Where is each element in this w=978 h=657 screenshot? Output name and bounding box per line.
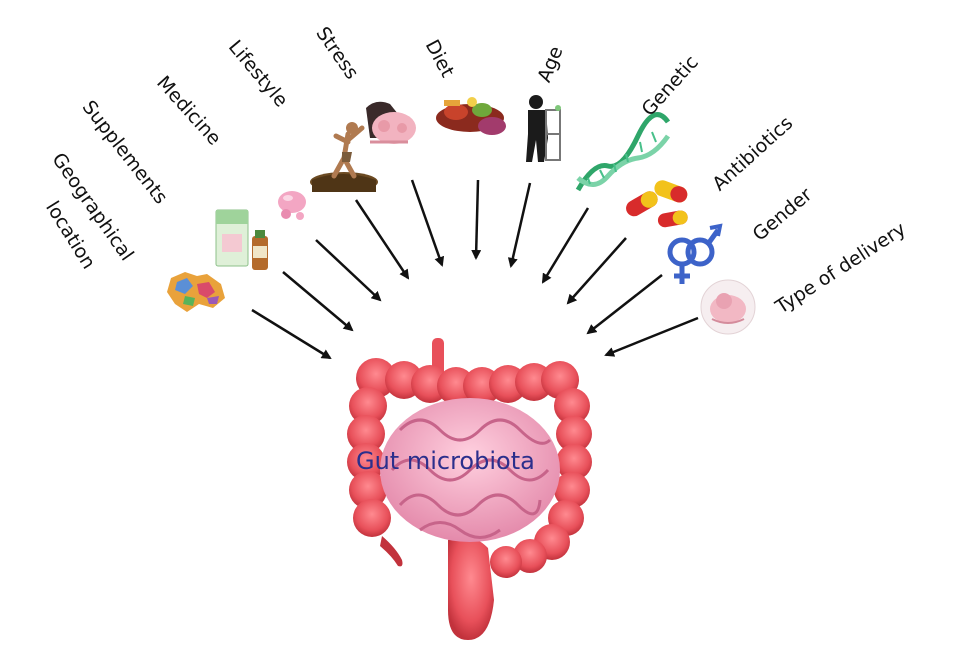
arrow-delivery bbox=[604, 316, 699, 357]
dna-icon bbox=[575, 112, 671, 192]
arrow-age bbox=[507, 182, 532, 268]
small-intestine bbox=[380, 398, 560, 542]
stress-person-icon bbox=[366, 101, 416, 144]
arrows bbox=[251, 179, 699, 360]
capsules-icon bbox=[626, 180, 688, 228]
exercise-icon bbox=[310, 122, 378, 192]
arrow-antibiotics bbox=[566, 237, 627, 305]
arrow-supplements bbox=[282, 271, 354, 332]
center-label-gut-microbiota: Gut microbiota bbox=[356, 447, 535, 475]
arrow-gender bbox=[586, 274, 663, 335]
arrow-medicine bbox=[315, 239, 382, 302]
arrow-geographical-location bbox=[251, 308, 332, 360]
intestine-illustration bbox=[347, 338, 592, 640]
food-icon bbox=[436, 97, 506, 135]
supplement-bottle-icon bbox=[215, 209, 268, 270]
elderly-person-icon bbox=[526, 95, 561, 162]
arrow-lifestyle bbox=[354, 199, 410, 280]
world-map-icon bbox=[167, 272, 225, 312]
arrow-genetic bbox=[541, 207, 590, 284]
arrow-stress bbox=[410, 179, 445, 267]
gender-symbols-icon bbox=[667, 223, 723, 284]
pills-icon bbox=[278, 191, 306, 220]
newborn-baby-icon bbox=[700, 279, 756, 335]
arrow-diet bbox=[471, 179, 482, 260]
large-intestine bbox=[347, 358, 592, 640]
